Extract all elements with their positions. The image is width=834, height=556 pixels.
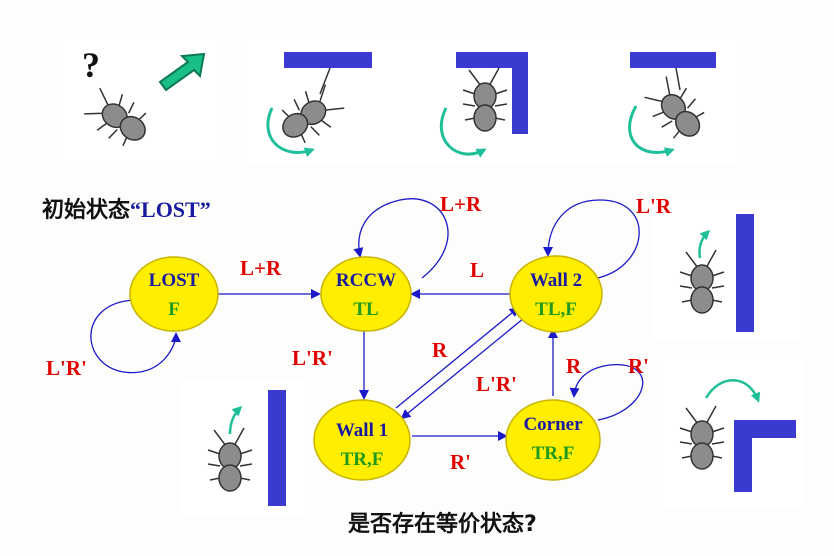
state-wall2-action: TL,F xyxy=(535,299,577,320)
state-wall1 xyxy=(313,399,411,481)
turn-arrow-icon xyxy=(698,229,711,259)
transition-wall2-to-wall1 xyxy=(400,317,525,420)
transition-wall2-self xyxy=(543,199,640,279)
rotation-arrow-icon xyxy=(439,107,487,158)
state-corner-name: Corner xyxy=(523,414,583,435)
wall-icon xyxy=(456,52,528,68)
label-lost-to-rccw: L+R xyxy=(240,256,282,280)
state-wall2-name: Wall 2 xyxy=(529,270,583,291)
state-wall1-name: Wall 1 xyxy=(335,420,389,441)
wall-icon xyxy=(630,52,716,68)
state-wall2 xyxy=(509,255,603,333)
label-rccw-to-wall1: L'R' xyxy=(292,346,333,370)
transition-rccw-self xyxy=(353,198,449,279)
panel-wall2-illustration xyxy=(652,200,802,340)
label-wall1-to-wall2: R xyxy=(432,338,448,362)
label-wall2-self: L'R xyxy=(636,194,672,218)
state-rccw xyxy=(320,256,412,332)
wall-icon xyxy=(268,390,286,506)
wall-icon xyxy=(284,52,372,68)
rotation-arrow-icon xyxy=(266,107,315,157)
rotation-illustration-2 xyxy=(439,52,528,158)
state-rccw-name: RCCW xyxy=(335,270,397,291)
robot-icon xyxy=(679,405,725,470)
label-rccw-self: L+R xyxy=(440,192,482,216)
state-lost xyxy=(129,256,219,332)
rotation-arrow-icon xyxy=(628,105,675,157)
rotation-illustration-3 xyxy=(628,52,716,157)
label-wall2-to-rccw: L xyxy=(470,258,485,282)
state-corner-action: TR,F xyxy=(531,443,575,464)
state-lost-action: F xyxy=(168,299,180,320)
forward-arrow-icon xyxy=(158,52,206,92)
wall1-illustration xyxy=(207,390,286,506)
robot-icon xyxy=(271,77,350,152)
robot-icon xyxy=(462,67,508,132)
label-corner-to-wall2: R xyxy=(566,354,582,378)
state-corner xyxy=(505,399,601,481)
initial-state-label: 初始状态“LOST” xyxy=(42,192,211,224)
state-lost-name: LOST xyxy=(148,270,200,291)
label-lost-self: L'R' xyxy=(46,356,87,380)
wall-icon xyxy=(736,214,754,332)
lost-robot-illustration xyxy=(78,52,206,155)
question-mark-label: ? xyxy=(82,45,100,85)
initial-state-quoted: “LOST” xyxy=(130,197,211,222)
robot-icon xyxy=(637,70,714,149)
label-wall1-to-corner: R' xyxy=(450,450,471,474)
transition-corner-self xyxy=(569,364,644,421)
robot-icon xyxy=(679,249,725,314)
turn-arrow-icon xyxy=(228,405,243,435)
rotation-illustration-1 xyxy=(266,52,372,157)
label-corner-self: R' xyxy=(628,354,649,378)
wall2-illustration xyxy=(679,214,754,332)
robot-icon xyxy=(207,427,253,492)
equivalent-state-question: 是否存在等价状态? xyxy=(348,512,537,537)
turn-arrow-icon xyxy=(704,379,761,403)
transition-wall1-to-wall2 xyxy=(395,306,520,409)
state-rccw-action: TL xyxy=(353,299,379,320)
label-wall2-to-wall1: L'R' xyxy=(476,372,517,396)
initial-state-prefix: 初始状态 xyxy=(42,198,131,223)
corner-illustration xyxy=(679,379,796,492)
transition-lost-self xyxy=(90,299,181,374)
state-wall1-action: TR,F xyxy=(340,449,384,470)
robot-icon xyxy=(78,80,157,155)
